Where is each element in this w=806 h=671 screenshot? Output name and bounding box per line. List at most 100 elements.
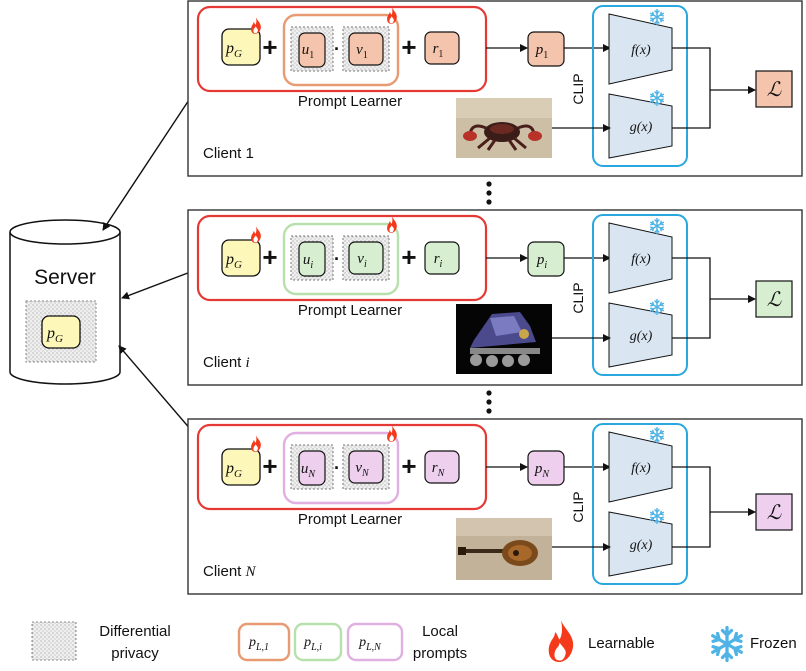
svg-text:f(x): f(x) (631, 252, 651, 267)
clip-label: CLIP (570, 73, 586, 104)
connector-f-to-loss (672, 257, 756, 303)
prompt-v (348, 32, 384, 66)
prompt-learner-label: Prompt Learner (298, 93, 402, 110)
client-label: Client i (203, 354, 250, 371)
svg-text:ℒ: ℒ (767, 289, 782, 311)
svg-text:ℒ: ℒ (767, 79, 782, 101)
svg-text:ri: ri (434, 251, 443, 270)
ellipsis-dots-1 (486, 181, 492, 205)
client-label: Client 1 (203, 145, 254, 162)
server: Server pG (9, 219, 121, 385)
residual-prompt (424, 450, 460, 484)
connector-g-to-loss (672, 512, 711, 548)
global-prompt (221, 28, 261, 66)
clip-label: CLIP (570, 491, 586, 522)
residual-prompt (424, 31, 460, 65)
plus-icon: + (262, 242, 277, 272)
combined-prompt (527, 31, 565, 67)
prompt-u (298, 32, 326, 68)
combined-prompt (527, 450, 565, 486)
plus-icon: + (401, 32, 416, 62)
svg-text:r1: r1 (433, 41, 444, 60)
connector-g-to-loss (672, 299, 711, 339)
server-global-prompt (41, 315, 81, 349)
svg-text:g(x): g(x) (630, 329, 653, 344)
client-1-panel: pG + u1 · v1 + r1 Prompt Learner p1 CLIP… (187, 0, 803, 177)
prompt-v (348, 450, 384, 484)
svg-text:ℒ: ℒ (767, 502, 782, 524)
connector-g-to-loss (672, 90, 711, 129)
clip-box (592, 214, 688, 376)
plus-icon: + (262, 32, 277, 62)
prompt-u (298, 450, 326, 486)
local-prompt-group (282, 13, 400, 87)
plus-icon: + (401, 451, 416, 481)
legend-frozen: Frozen (750, 635, 797, 652)
svg-text:p1: p1 (535, 42, 549, 61)
svg-text:pN: pN (534, 461, 551, 480)
combined-prompt (527, 241, 565, 277)
client-i-panel: pG + ui · vi + ri Prompt Learner pi CLIP… (187, 209, 803, 386)
legend-dp-line1: Differential (99, 623, 170, 640)
legend-dp-swatch (31, 621, 77, 661)
input-image-mandolin (456, 518, 552, 580)
svg-text:pG: pG (225, 460, 242, 480)
plus-icon: + (262, 451, 277, 481)
svg-text:pi: pi (536, 252, 548, 271)
local-prompt-group (282, 431, 400, 505)
prompt-u (298, 241, 326, 277)
global-prompt (221, 239, 261, 277)
svg-text:f(x): f(x) (631, 461, 651, 476)
svg-text:uN: uN (301, 461, 317, 480)
svg-text:pG: pG (225, 251, 242, 271)
legend-local-N (346, 622, 404, 662)
global-prompt (221, 448, 261, 486)
plus-icon: + (401, 242, 416, 272)
svg-text:g(x): g(x) (630, 120, 653, 135)
server-cylinder-top (9, 219, 121, 245)
svg-text:rN: rN (432, 460, 446, 479)
dot-operator: · (334, 458, 340, 478)
clip-box (592, 423, 688, 585)
text-encoder (608, 13, 673, 85)
input-image-skate (456, 304, 552, 374)
legend-local-i (293, 622, 343, 662)
clip-box (592, 5, 688, 167)
svg-text:f(x): f(x) (631, 43, 651, 58)
ellipsis-dots-2 (486, 390, 492, 414)
legend-local-line2: prompts (413, 645, 467, 662)
client-N-panel: pG + uN · vN + rN Prompt Learner pN CLIP… (187, 418, 803, 595)
svg-text:pL,N: pL,N (358, 635, 382, 653)
svg-text:pG: pG (46, 325, 63, 345)
connector-f-to-loss (672, 466, 756, 516)
text-encoder (608, 222, 673, 294)
legend: Differential privacy pL,1 pL,i pL,N Loca… (31, 620, 797, 662)
dot-operator: · (334, 249, 340, 269)
loss-box (755, 280, 793, 318)
svg-text:pL,i: pL,i (303, 635, 322, 653)
svg-text:vi: vi (357, 251, 367, 270)
legend-snowflake-icon (711, 626, 743, 662)
legend-local-line1: Local (422, 623, 458, 640)
server-prompt-sub: G (55, 333, 63, 345)
svg-text:vN: vN (355, 460, 370, 479)
loss-box (755, 493, 793, 531)
svg-text:v1: v1 (356, 42, 368, 61)
client-label: Client N (203, 563, 257, 580)
residual-prompt (424, 241, 460, 275)
clip-label: CLIP (570, 282, 586, 313)
prompt-learner-label: Prompt Learner (298, 511, 402, 528)
legend-fire-icon (548, 620, 574, 662)
loss-box (755, 70, 793, 108)
server-prompt-base: p (46, 325, 55, 342)
text-encoder (608, 431, 673, 503)
server-label: Server (34, 266, 96, 289)
dot-operator: · (334, 39, 340, 59)
prompt-v (348, 241, 384, 275)
prompt-learner-label: Prompt Learner (298, 302, 402, 319)
legend-dp-line2: privacy (111, 645, 159, 662)
svg-text:g(x): g(x) (630, 538, 653, 553)
prompt-learner-box (196, 5, 488, 93)
connector-f-to-loss (672, 47, 756, 94)
